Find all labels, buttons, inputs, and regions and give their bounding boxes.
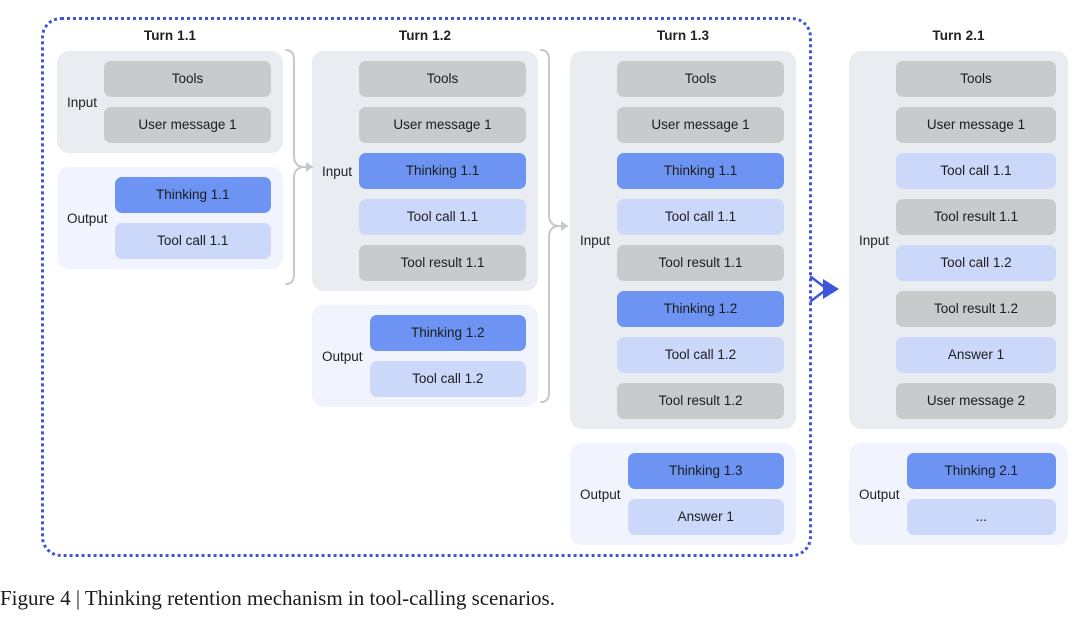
list-item[interactable]: Thinking 1.2 bbox=[617, 291, 784, 327]
list-item[interactable]: User message 1 bbox=[104, 107, 271, 143]
turn-panel-2-1: Turn 2.1 Input Tools User message 1 Tool… bbox=[849, 26, 1068, 545]
list-item[interactable]: Thinking 1.1 bbox=[617, 153, 784, 189]
list-item[interactable]: Tool call 1.1 bbox=[114, 223, 271, 259]
list-item[interactable]: User message 1 bbox=[359, 107, 526, 143]
list-item[interactable]: Thinking 1.3 bbox=[627, 453, 784, 489]
list-item[interactable]: Tool call 1.2 bbox=[369, 361, 526, 397]
turn-title: Turn 1.2 bbox=[398, 28, 452, 43]
section-gap bbox=[57, 153, 283, 167]
input-items: Tools User message 1 bbox=[104, 61, 271, 143]
list-item[interactable]: Tool call 1.1 bbox=[359, 199, 526, 235]
list-item[interactable]: Tool result 1.2 bbox=[617, 383, 784, 419]
input-items: Tools User message 1 Thinking 1.1 Tool c… bbox=[359, 61, 526, 281]
input-section: Input Tools User message 1 bbox=[57, 51, 283, 153]
list-item[interactable]: Tool result 1.1 bbox=[896, 199, 1056, 235]
list-item[interactable]: Answer 1 bbox=[896, 337, 1056, 373]
output-items: Thinking 1.2 Tool call 1.2 bbox=[369, 315, 526, 397]
list-item[interactable]: Tools bbox=[896, 61, 1056, 97]
turn-title: Turn 1.3 bbox=[656, 28, 710, 43]
turn-title: Turn 2.1 bbox=[932, 28, 985, 43]
turn-panel-1-1: Turn 1.1 Input Tools User message 1 Outp… bbox=[57, 26, 283, 269]
input-section: Input Tools User message 1 Tool call 1.1… bbox=[849, 51, 1068, 429]
output-section: Output Thinking 1.2 Tool call 1.2 bbox=[312, 305, 538, 407]
list-item[interactable]: User message 2 bbox=[896, 383, 1056, 419]
input-items: Tools User message 1 Thinking 1.1 Tool c… bbox=[617, 61, 784, 419]
list-item[interactable]: Tool result 1.1 bbox=[617, 245, 784, 281]
turn-panel-1-3: Turn 1.3 Input Tools User message 1 Thin… bbox=[570, 26, 796, 545]
output-items: Thinking 2.1 ... bbox=[906, 453, 1056, 535]
output-section: Output Thinking 1.1 Tool call 1.1 bbox=[57, 167, 283, 269]
list-item[interactable]: Tools bbox=[359, 61, 526, 97]
section-gap bbox=[570, 429, 796, 443]
output-items: Thinking 1.1 Tool call 1.1 bbox=[114, 177, 271, 259]
list-item[interactable]: Thinking 1.2 bbox=[369, 315, 526, 351]
list-item[interactable]: User message 1 bbox=[617, 107, 784, 143]
list-item[interactable]: Tool call 1.1 bbox=[617, 199, 784, 235]
input-label: Input bbox=[859, 232, 890, 248]
list-item[interactable]: Answer 1 bbox=[627, 499, 784, 535]
list-item[interactable]: Tools bbox=[617, 61, 784, 97]
output-label: Output bbox=[67, 210, 108, 226]
list-item[interactable]: Tools bbox=[104, 61, 271, 97]
input-items: Tools User message 1 Tool call 1.1 Tool … bbox=[896, 61, 1056, 419]
input-label: Input bbox=[322, 163, 353, 179]
output-label: Output bbox=[580, 486, 621, 502]
list-item[interactable]: Tool call 1.2 bbox=[617, 337, 784, 373]
figure-caption: Figure 4 | Thinking retention mechanism … bbox=[0, 586, 555, 610]
input-section: Input Tools User message 1 Thinking 1.1 … bbox=[570, 51, 796, 429]
output-section: Output Thinking 1.3 Answer 1 bbox=[570, 443, 796, 545]
list-item[interactable]: Tool call 1.1 bbox=[896, 153, 1056, 189]
list-item[interactable]: ... bbox=[906, 499, 1056, 535]
input-label: Input bbox=[580, 232, 611, 248]
list-item[interactable]: Tool call 1.2 bbox=[896, 245, 1056, 281]
turn-panel-1-2: Turn 1.2 Input Tools User message 1 Thin… bbox=[312, 26, 538, 407]
section-gap bbox=[849, 429, 1068, 443]
list-item[interactable]: Tool result 1.1 bbox=[359, 245, 526, 281]
list-item[interactable]: Tool result 1.2 bbox=[896, 291, 1056, 327]
list-item[interactable]: Thinking 2.1 bbox=[906, 453, 1056, 489]
output-section: Output Thinking 2.1 ... bbox=[849, 443, 1068, 545]
turn-title: Turn 1.1 bbox=[143, 28, 197, 43]
output-items: Thinking 1.3 Answer 1 bbox=[627, 453, 784, 535]
section-gap bbox=[312, 291, 538, 305]
output-label: Output bbox=[322, 348, 363, 364]
input-label: Input bbox=[67, 94, 98, 110]
list-item[interactable]: Thinking 1.1 bbox=[114, 177, 271, 213]
output-label: Output bbox=[859, 486, 900, 502]
list-item[interactable]: User message 1 bbox=[896, 107, 1056, 143]
input-section: Input Tools User message 1 Thinking 1.1 … bbox=[312, 51, 538, 291]
list-item[interactable]: Thinking 1.1 bbox=[359, 153, 526, 189]
